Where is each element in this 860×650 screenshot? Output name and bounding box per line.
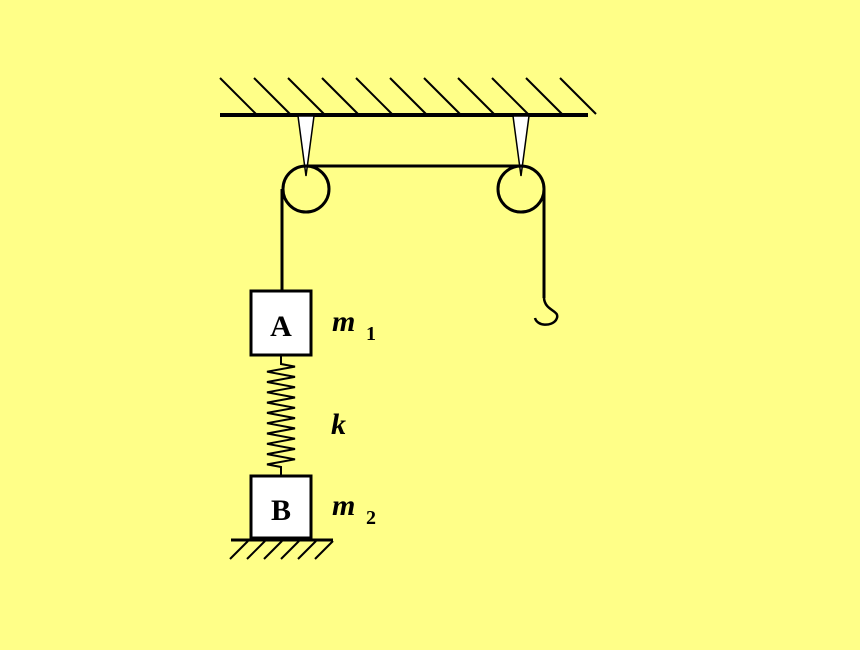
floor-hatch-stroke	[229, 540, 249, 560]
ceiling-hatch-stroke	[287, 77, 325, 115]
ceiling-hatch-stroke	[355, 77, 393, 115]
floor-hatch-stroke	[314, 540, 334, 560]
floor	[229, 538, 334, 560]
floor-hatch-stroke	[280, 540, 300, 560]
spring-constant-label: k	[331, 408, 346, 441]
floor-hatch-stroke	[246, 540, 266, 560]
ceiling-hatch-stroke	[219, 77, 257, 115]
spring-icon	[266, 356, 296, 475]
ceiling-hatch-stroke	[457, 77, 495, 115]
block-a: A	[249, 289, 313, 357]
left-pulley-hanger	[297, 115, 315, 177]
hook-icon	[533, 291, 559, 326]
ceiling-hatch-stroke	[423, 77, 461, 115]
block-a-mass-symbol: m	[332, 305, 355, 338]
right-pulley	[496, 164, 546, 214]
block-a-box	[249, 289, 313, 357]
ceiling-hatch	[219, 77, 597, 115]
block-a-label: A	[270, 310, 292, 343]
ceiling-hatch-stroke	[389, 77, 427, 115]
left-pulley	[281, 164, 331, 214]
ceiling	[219, 77, 597, 117]
ceiling-hatch-stroke	[525, 77, 563, 115]
right-pulley-hanger	[512, 115, 530, 177]
floor-hatch-stroke	[297, 540, 317, 560]
block-b-mass-symbol: m	[332, 489, 355, 522]
floor-hatch-stroke	[263, 540, 283, 560]
floor-hatch	[229, 540, 334, 560]
ceiling-hatch-stroke	[559, 77, 597, 115]
block-b-mass-subscript: 2	[366, 507, 376, 529]
ceiling-hatch-stroke	[253, 77, 291, 115]
ceiling-hatch-stroke	[491, 77, 529, 115]
block-b-label: B	[271, 494, 291, 527]
block-a-mass-subscript: 1	[366, 323, 376, 345]
ceiling-hatch-stroke	[321, 77, 359, 115]
block-b-box	[249, 474, 313, 540]
block-b: B	[249, 474, 313, 540]
